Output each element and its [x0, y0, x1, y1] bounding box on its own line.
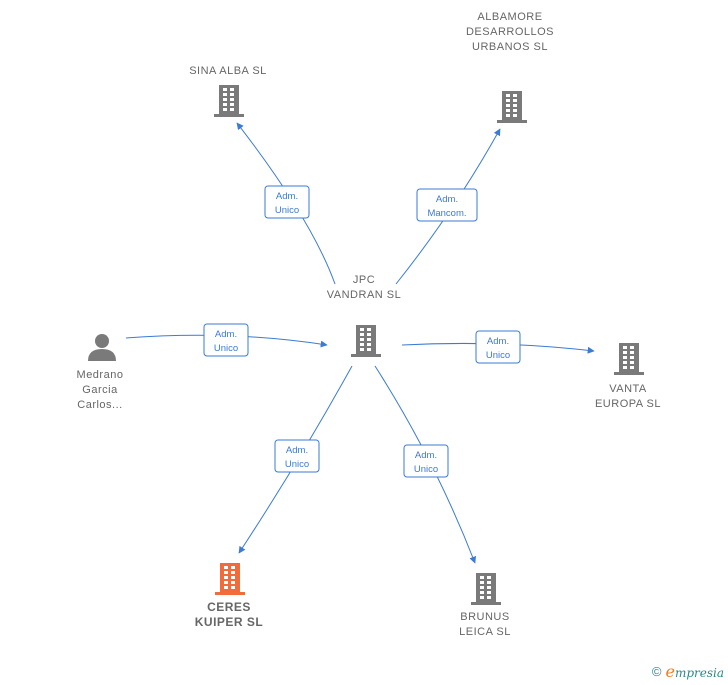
node-label: JPC — [353, 274, 375, 286]
edge-albamore[interactable]: Adm. Mancom. — [395, 128, 501, 285]
edge-label: Unico — [285, 459, 309, 470]
edge-label: Adm. — [415, 450, 437, 461]
edge-label: Unico — [275, 205, 299, 216]
node-jpc[interactable]: JPC VANDRAN SL — [327, 274, 401, 357]
edge-label: Adm. — [276, 191, 298, 202]
node-label: VANTA — [609, 383, 647, 395]
edge-label: Unico — [214, 343, 238, 354]
footer-brand: © empresia — [652, 662, 724, 681]
edge-label-box[interactable] — [203, 323, 249, 357]
node-label: SINA ALBA SL — [189, 65, 267, 77]
edge-sina[interactable]: Adm. Unico — [236, 122, 336, 285]
node-label: EUROPA SL — [595, 398, 661, 410]
building-icon[interactable] — [614, 343, 644, 375]
node-label: KUIPER SL — [195, 615, 264, 629]
node-label: BRUNUS — [460, 611, 509, 623]
node-vanta[interactable]: VANTA EUROPA SL — [595, 343, 661, 410]
building-icon[interactable] — [471, 573, 501, 605]
building-icon[interactable] — [214, 85, 244, 117]
edge-label-box[interactable] — [475, 330, 521, 364]
node-label: VANDRAN SL — [327, 289, 401, 301]
edge-label-box[interactable] — [274, 439, 320, 473]
edge-medrano[interactable]: Adm. Unico — [125, 323, 328, 357]
node-brunus[interactable]: BRUNUS LEICA SL — [459, 573, 511, 638]
node-albamore[interactable]: ALBAMORE DESARROLLOS URBANOS SL — [466, 11, 554, 123]
node-medrano[interactable]: MedranoGarciaCarlos... — [77, 334, 124, 411]
node-label: Garcia — [82, 384, 118, 396]
edge-vanta[interactable]: Adm. Unico — [401, 330, 595, 364]
edge-ceres[interactable]: Adm. Unico — [238, 365, 353, 554]
edge-label: Adm. — [436, 194, 458, 205]
node-label: ALBAMORE — [477, 11, 542, 23]
person-icon[interactable] — [88, 334, 116, 361]
building-icon[interactable] — [497, 91, 527, 123]
edge-label: Adm. — [487, 336, 509, 347]
edge-label: Unico — [414, 464, 438, 475]
node-label: DESARROLLOS — [466, 26, 554, 38]
node-label: Medrano — [77, 369, 124, 381]
edge-label-box[interactable] — [416, 188, 478, 222]
copyright-icon: © — [651, 664, 662, 679]
node-label: CERES — [207, 600, 251, 614]
node-sina[interactable]: SINA ALBA SL — [189, 65, 267, 117]
edge-label: Unico — [486, 350, 510, 361]
edge-label: Mancom. — [427, 208, 466, 219]
node-label: LEICA SL — [459, 626, 511, 638]
edge-label: Adm. — [286, 445, 308, 456]
edge-label: Adm. — [215, 329, 237, 340]
node-label: URBANOS SL — [472, 41, 548, 53]
edge-label-box[interactable] — [264, 185, 310, 219]
building-icon[interactable] — [215, 563, 245, 595]
brand-logo: empresia — [665, 662, 724, 681]
building-icon[interactable] — [351, 325, 381, 357]
node-label: Carlos... — [77, 399, 122, 411]
edge-label-box[interactable] — [403, 444, 449, 478]
edge-brunus[interactable]: Adm. Unico — [374, 365, 476, 564]
